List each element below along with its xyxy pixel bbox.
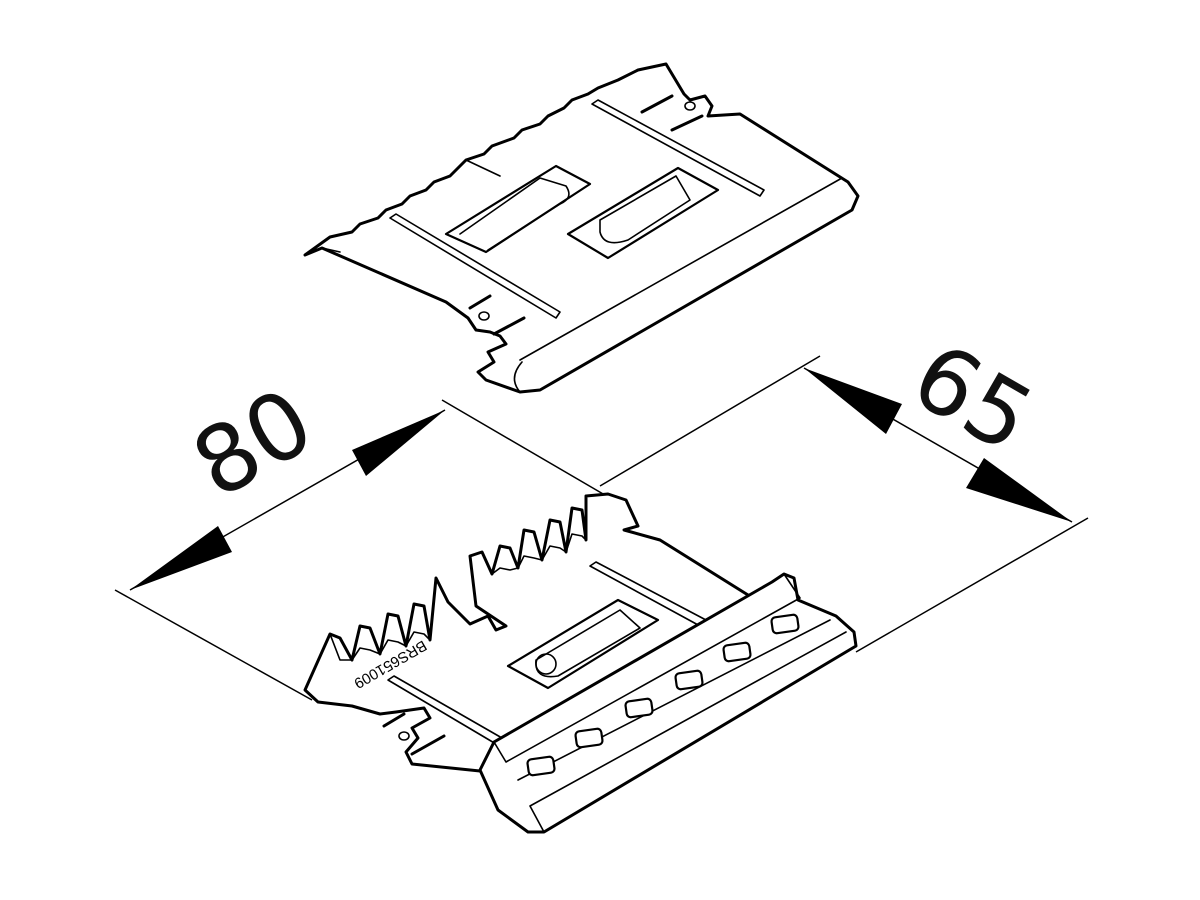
rail-slot-5 [722,641,752,663]
upper-clip-front-edge [513,177,853,393]
dim-80-arrow-right [352,410,445,476]
upper-clip-groove-left [389,213,561,319]
dim-65-arrow-bottom [966,458,1072,522]
lower-clip-spring-window [506,598,660,690]
dim-65-ext-top [599,355,821,487]
upper-clip-spring-left [459,177,570,251]
lower-clip-tab-hole [398,731,410,741]
dim-65-arrow-top [804,368,902,434]
lower-clip-tab-slot-2 [382,712,406,728]
dim-80-arrow-left [130,526,232,590]
upper-clip-tab-slot-2 [468,294,492,310]
dim-65-label: 65 [895,322,1050,473]
lower-clip-spring-end [535,653,557,675]
upper-clip-top-slot-2 [670,114,704,132]
rail-slot-4 [674,669,704,691]
upper-clip-groove-right [591,99,765,197]
lower-clip-rail-bottom-edge [529,631,847,833]
rail-slot-1 [526,755,556,777]
dim-80-ext-left [114,589,313,701]
lower-clip-rail-top-edge [493,573,831,781]
upper-clip-rear-edge [321,159,501,253]
upper-clip-tab-hole [478,311,490,321]
lower-clip-teeth-lower-line [329,631,431,661]
dim-80-ext-right [441,399,611,499]
dim-65-ext-bottom [855,517,1089,653]
upper-clip-top-hole [684,101,696,111]
upper-clip-spring-right [599,175,691,244]
upper-clip-top-slot [640,94,674,114]
dim-80-label: 80 [176,368,331,519]
upper-clip [303,62,860,394]
upper-clip-spring-window-right [566,166,720,260]
rail-slot-6 [770,613,800,635]
rail-slot-3 [624,697,654,719]
lower-clip: BRS651009 [303,492,858,834]
lower-clip-teeth-upper-line [481,533,587,575]
lower-clip-plate [303,492,802,780]
upper-clip-spring-window-left [444,164,592,254]
lower-clip-tab-slot [410,734,446,756]
upper-clip-tab-slot [492,316,526,336]
rail-slot-2 [574,727,604,749]
